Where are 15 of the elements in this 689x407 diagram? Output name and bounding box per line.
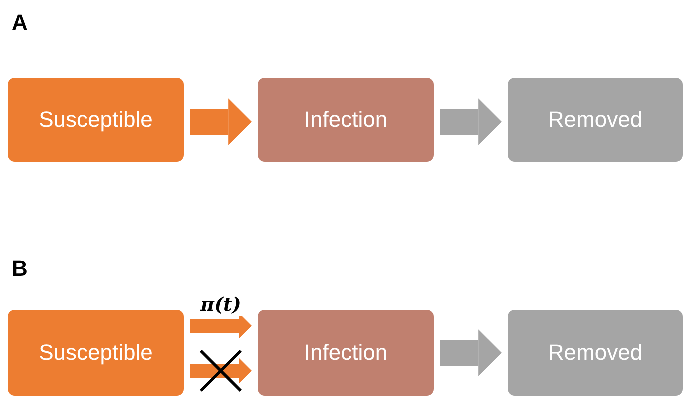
stage-label: Infection xyxy=(304,107,388,133)
stage-box xyxy=(8,310,184,396)
stage-label: Removed xyxy=(548,340,643,366)
panel-letter: B xyxy=(12,256,28,282)
edge-label: π(t) xyxy=(198,294,244,316)
stage-label: Removed xyxy=(548,107,643,133)
stage-box xyxy=(258,78,434,162)
panel-letter: A xyxy=(12,10,28,36)
stage-label: Susceptible xyxy=(39,340,153,366)
stage-label: Infection xyxy=(304,340,388,366)
stage-box xyxy=(508,78,683,162)
stage-box xyxy=(8,78,184,162)
stage-box xyxy=(258,310,434,396)
stage-label: Susceptible xyxy=(39,107,153,133)
stage-box xyxy=(508,310,683,396)
